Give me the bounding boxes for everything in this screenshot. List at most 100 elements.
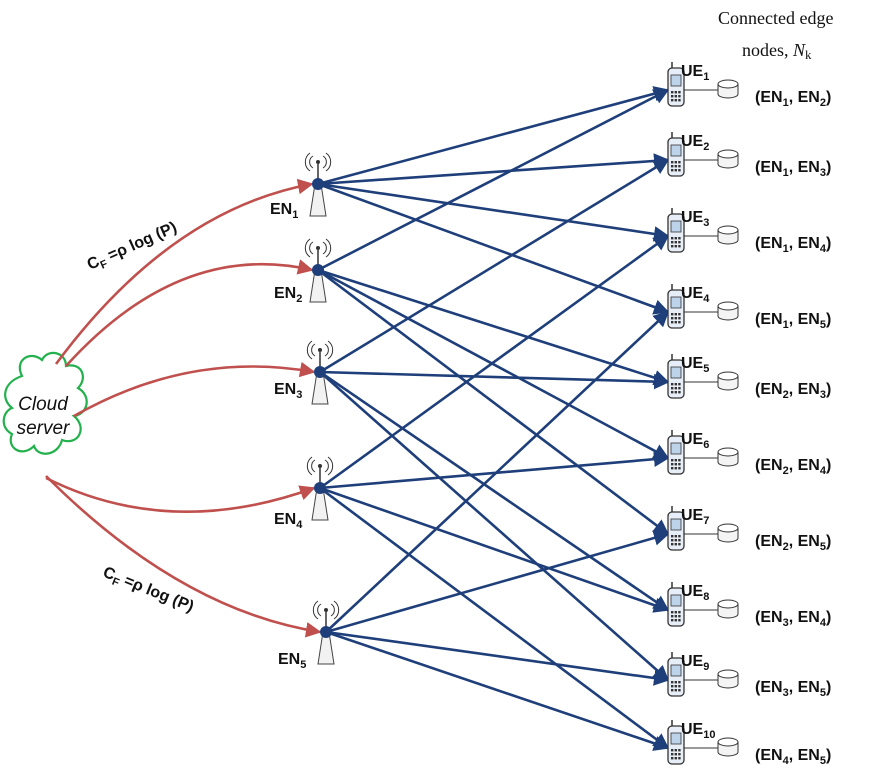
user-equipment-ue8: UE8 (EN3, EN4) [667, 582, 831, 629]
storage-icon [717, 371, 739, 391]
cloud-icon [2, 351, 88, 455]
antenna-tower-icon [306, 340, 334, 405]
user-label: UE5 [681, 355, 709, 375]
header-line-1: Connected edge [718, 8, 833, 28]
cloud-label-line-2: server [17, 418, 70, 439]
storage-icon [717, 523, 739, 543]
fronthaul-link-en2 [65, 259, 314, 367]
access-link-en1-ue2 [317, 153, 670, 186]
fronthaul-link-en3 [73, 361, 316, 418]
access-link-en2-ue5 [317, 268, 670, 386]
access-link-en5-ue7 [325, 530, 670, 634]
storage-icon [717, 737, 739, 757]
access-link-en2-ue6 [317, 268, 670, 460]
phone-icon [667, 208, 685, 253]
user-equipment-ue3: UE3 (EN1, EN4) [667, 208, 831, 255]
access-link-en3-ue5 [319, 370, 670, 390]
connected-nodes-label: (EN1, EN3) [755, 159, 831, 179]
access-link-en2-ue7 [317, 268, 670, 536]
access-link-en5-ue10 [325, 630, 670, 751]
storage-icon [717, 669, 739, 689]
user-label: UE6 [681, 431, 709, 451]
phone-icon [667, 720, 685, 765]
edge-node-dot [314, 366, 326, 378]
access-link-en1-ue4 [317, 182, 670, 315]
fronthaul-link-en4 [45, 476, 316, 513]
header-line-2: nodes, Nk [742, 40, 812, 62]
storage-icon [717, 225, 739, 245]
storage-icon [717, 599, 739, 619]
capacity-label-bottom: CF =ρ log (P) [99, 564, 196, 619]
fronthaul-link-en1 [54, 178, 314, 365]
edge-node-label: EN1 [270, 201, 298, 221]
connected-nodes-label: (EN1, EN4) [755, 235, 831, 255]
user-label: UE10 [681, 721, 715, 741]
connected-nodes-label: (EN2, EN4) [755, 457, 831, 477]
access-link-en1-ue1 [317, 86, 670, 186]
cloud-server: Cloud server [2, 351, 88, 455]
edge-node-en2: EN2 [274, 238, 332, 305]
connected-nodes-label: (EN1, EN2) [755, 89, 831, 109]
user-equipment-ue6: UE6 (EN2, EN4) [667, 430, 831, 477]
access-link-en5-ue9 [325, 630, 670, 686]
user-equipment-ue10: UE10 (EN4, EN5) [667, 720, 831, 767]
edge-node-en5: EN5 [278, 600, 340, 671]
edge-node-en4: EN4 [274, 456, 334, 531]
user-label: UE3 [681, 209, 709, 229]
storage-icon [717, 447, 739, 467]
connected-nodes-label: (EN4, EN5) [755, 747, 831, 767]
access-link-en4-ue3 [319, 234, 670, 490]
user-equipment-ue5: UE5 (EN2, EN3) [667, 354, 831, 401]
phone-icon [667, 284, 685, 329]
edge-node-dot [312, 178, 324, 190]
storage-icon [717, 301, 739, 321]
fronthaul-links [45, 178, 322, 638]
edge-node-dot [312, 264, 324, 276]
phone-icon [667, 652, 685, 697]
access-link-en3-ue2 [319, 158, 670, 374]
edge-node-en1: EN1 [270, 152, 332, 221]
access-links [317, 86, 670, 751]
access-link-en3-ue9 [319, 371, 670, 682]
capacity-label-top: CF =ρ log (P) [85, 219, 181, 276]
access-link-en2-ue1 [317, 88, 670, 272]
edge-node-label: EN2 [274, 285, 302, 305]
access-link-en4-ue6 [319, 451, 670, 490]
storage-icon [717, 149, 739, 169]
user-label: UE1 [681, 63, 709, 83]
user-label: UE2 [681, 133, 709, 153]
phone-icon [667, 582, 685, 627]
user-equipment-ue1: UE1 (EN1, EN2) [667, 62, 831, 109]
connected-nodes-label: (EN3, EN4) [755, 609, 831, 629]
access-link-en1-ue3 [317, 182, 670, 242]
user-label: UE8 [681, 583, 709, 603]
user-equipment-ue7: UE7 (EN2, EN5) [667, 506, 831, 553]
user-label: UE7 [681, 507, 709, 527]
phone-icon [667, 62, 685, 107]
connected-nodes-label: (EN2, EN3) [755, 381, 831, 401]
phone-icon [667, 430, 685, 475]
user-equipments: UE1(EN1, EN2)UE2(EN1, EN3)UE3(EN1, EN4)U… [667, 62, 831, 767]
user-equipment-ue4: UE4(EN1, EN5) [667, 284, 831, 331]
user-equipment-ue9: UE9 (EN3, EN5) [667, 652, 831, 699]
connected-nodes-label: (EN3, EN5) [755, 679, 831, 699]
edge-node-en3: EN3 [274, 340, 334, 405]
user-label: UE9 [681, 653, 709, 673]
user-equipment-ue2: UE2 (EN1, EN3) [667, 132, 831, 179]
phone-icon [667, 506, 685, 551]
edge-node-dot [320, 626, 332, 638]
edge-node-label: EN5 [278, 651, 306, 671]
access-link-en3-ue8 [319, 370, 670, 612]
phone-icon [667, 132, 685, 177]
edge-node-dot [314, 482, 326, 494]
phone-icon [667, 354, 685, 399]
connected-nodes-label: (EN1, EN5) [755, 311, 831, 331]
storage-icon [717, 79, 739, 99]
cloud-label-line-1: Cloud [18, 394, 69, 415]
edge-node-label: EN4 [274, 511, 303, 531]
connected-nodes-label: (EN2, EN5) [755, 533, 831, 553]
edge-node-label: EN3 [274, 381, 302, 401]
access-link-en4-ue8 [319, 486, 670, 613]
